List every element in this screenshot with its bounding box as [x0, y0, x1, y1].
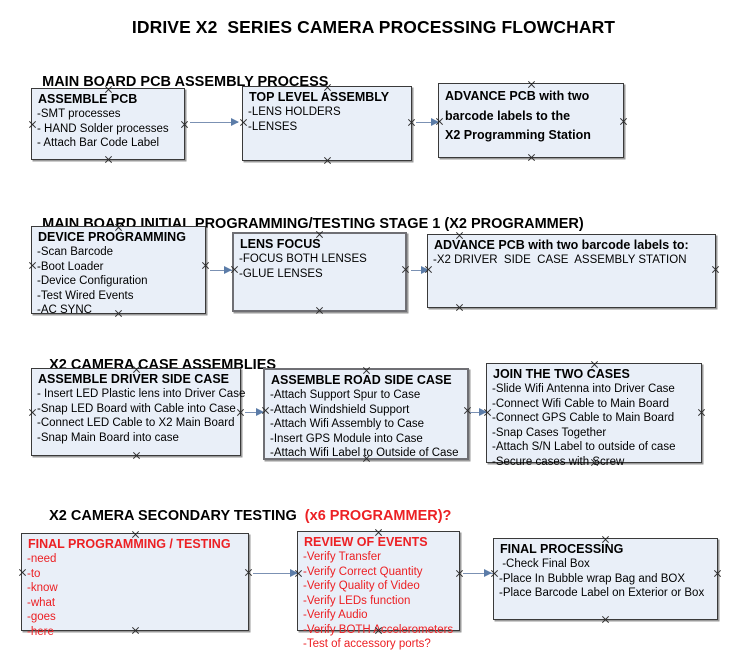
node-line: -Snap Cases Together [492, 426, 607, 439]
arrowhead-icon [256, 407, 264, 416]
section-heading-text: X2 CAMERA SECONDARY TESTING [49, 508, 305, 524]
node-line: -LENS HOLDERS [248, 106, 341, 118]
connector-driver-side-to-road-side [245, 412, 265, 413]
resize-handle-bottom[interactable] [323, 156, 332, 165]
node-top-level-assembly[interactable]: TOP LEVEL ASSEMBLY -LENS HOLDERS -LENSES [242, 86, 412, 161]
node-line: -Place Barcode Label on Exterior or Box [499, 587, 705, 599]
node-line: -LENSES [248, 120, 298, 133]
resize-handle-bottom[interactable] [315, 306, 324, 315]
node-line: -GLUE LENSES [239, 267, 323, 280]
node-title: FINAL PROCESSING [500, 542, 624, 556]
connector-final-programming-to-review-of-events [253, 573, 301, 574]
node-title: DEVICE PROGRAMMING [38, 230, 186, 244]
node-device-programming[interactable]: DEVICE PROGRAMMING -Scan Barcode -Boot L… [31, 226, 206, 316]
node-line: - Attach Bar Code Label [37, 137, 160, 149]
node-assemble-pcb[interactable]: ASSEMBLE PCB -SMT processes - HAND Solde… [31, 88, 185, 160]
node-title: REVIEW OF EVENTS [304, 535, 428, 549]
resize-handle-bottom[interactable] [455, 303, 464, 312]
section-heading-x2-camera-secondary-testing: X2 CAMERA SECONDARY TESTING (x6 PROGRAMM… [33, 492, 451, 540]
node-title: TOP LEVEL ASSEMBLY [249, 90, 390, 104]
resize-handle-bottom[interactable] [132, 451, 141, 460]
connector-device-programming-to-lens-focus [210, 270, 234, 271]
node-assemble-road-side-case[interactable]: ASSEMBLE ROAD SIDE CASE -Attach Support … [263, 368, 469, 460]
section-heading-text: MAIN BOARD PCB ASSEMBLY PROCESS [42, 74, 329, 90]
node-line: -Connect LED Cable to X2 Main Board [37, 417, 235, 429]
page-title: IDRIVE X2 SERIES CAMERA PROCESSING FLOWC… [131, 17, 616, 37]
node-line: -Snap Main Board into case [37, 431, 179, 444]
section-heading-main-board-pcb-assembly-process: MAIN BOARD PCB ASSEMBLY PROCESS [26, 58, 328, 106]
node-line: -Insert GPS Module into Case [270, 432, 423, 445]
node-line: - HAND Solder processes [37, 122, 169, 135]
connector-top-level-assembly-to-advance-pcb [416, 122, 438, 123]
node-line: - Insert LED Plastic lens into Driver Ca… [37, 388, 246, 400]
arrowhead-icon [231, 117, 239, 126]
resize-handle-bottom[interactable] [601, 615, 610, 624]
node-title: ASSEMBLE PCB [38, 92, 138, 106]
connector-assemble-pcb-to-top-level-assembly [190, 122, 238, 123]
node-line: -Place In Bubble wrap Bag and BOX [499, 572, 686, 585]
node-line: -Snap LED Board with Cable into Case [37, 402, 236, 415]
node-line: -Attach Wifi Assembly to Case [270, 418, 425, 430]
node-line: -need [27, 553, 57, 565]
connector-road-side-to-join-cases [470, 412, 486, 413]
node-title: JOIN THE TWO CASES [493, 367, 630, 381]
node-line: -Verify Transfer [303, 551, 381, 563]
connector-lens-focus-to-advance-pcb-driver-side [411, 270, 429, 271]
resize-handle-bottom[interactable] [104, 155, 113, 164]
arrowhead-icon [421, 265, 429, 274]
arrowhead-icon [224, 265, 232, 274]
arrowhead-icon [479, 407, 487, 416]
node-review-of-events[interactable]: REVIEW OF EVENTS -Verify Transfer -Verif… [297, 531, 460, 650]
node-final-processing[interactable]: FINAL PROCESSING -Check Final Box -Place… [493, 538, 718, 620]
node-advance-pcb-driver-side-case[interactable]: ADVANCE PCB with two barcode labels to: … [427, 234, 716, 308]
node-line: -what [27, 596, 56, 609]
resize-handle-bottom[interactable] [527, 153, 536, 162]
node-line: -to [27, 567, 41, 580]
node-line: -Device Configuration [37, 275, 148, 287]
arrowhead-icon [290, 568, 298, 577]
node-line: -FOCUS BOTH LENSES [239, 253, 367, 265]
node-line: -Boot Loader [37, 260, 104, 273]
node-line: -Attach Wifi Label to Outside of Case [270, 447, 459, 459]
node-line: -Attach Support Spur to Case [270, 389, 421, 401]
node-line: -Secure cases with Screw [492, 455, 625, 468]
node-line: -Verify Audio [303, 609, 368, 621]
node-advance-pcb-x2-programming-station[interactable]: ADVANCE PCB with two barcode labels to t… [438, 83, 624, 158]
node-title: ADVANCE PCB with two barcode labels to: [434, 238, 689, 252]
node-title: FINAL PROGRAMMING / TESTING [28, 537, 231, 551]
node-title: LENS FOCUS [240, 237, 321, 251]
node-line: -SMT processes [37, 108, 121, 120]
node-line: -Verify LEDs function [303, 594, 411, 607]
node-line: -Verify Correct Quantity [303, 565, 423, 578]
node-line: -Test of accessory ports? [303, 638, 431, 650]
node-line: -goes [27, 611, 56, 623]
node-line: -know [27, 582, 58, 594]
node-line: -Check Final Box [499, 558, 590, 570]
node-assemble-driver-side-case[interactable]: ASSEMBLE DRIVER SIDE CASE - Insert LED P… [31, 368, 246, 456]
node-line: -Connect Wifi Cable to Main Board [492, 397, 670, 410]
node-line: -Test Wired Events [37, 289, 134, 302]
node-line: -Connect GPS Cable to Main Board [492, 412, 675, 424]
node-join-the-two-cases[interactable]: JOIN THE TWO CASES -Slide Wifi Antenna i… [486, 363, 702, 468]
node-line: -X2 DRIVER SIDE CASE ASSEMBLY STATION [433, 254, 687, 266]
node-title: ASSEMBLE DRIVER SIDE CASE [38, 372, 230, 386]
node-line: -Slide Wifi Antenna into Driver Case [492, 383, 675, 395]
node-line: -Scan Barcode [37, 246, 114, 258]
node-final-programming-testing[interactable]: FINAL PROGRAMMING / TESTING -need -to -k… [21, 533, 249, 638]
arrowhead-icon [484, 568, 492, 577]
node-line: -AC SYNC [37, 304, 92, 316]
arrowhead-icon [431, 117, 439, 126]
node-line: -here [27, 625, 54, 638]
node-line: -Attach S/N Label to outside of case [492, 441, 676, 453]
node-lens-focus[interactable]: LENS FOCUS -FOCUS BOTH LENSES -GLUE LENS… [232, 232, 407, 312]
node-line: -Verify BOTH Accelerometers [303, 623, 454, 636]
node-title: ADVANCE PCB with two barcode labels to t… [445, 89, 591, 142]
node-title: ASSEMBLE ROAD SIDE CASE [271, 373, 452, 387]
node-line: -Attach Windshield Support [270, 403, 410, 416]
connector-review-of-events-to-final-processing [463, 573, 493, 574]
node-line: -Verify Quality of Video [303, 580, 420, 592]
section-heading-text-highlight: (x6 PROGRAMMER)? [304, 508, 452, 524]
